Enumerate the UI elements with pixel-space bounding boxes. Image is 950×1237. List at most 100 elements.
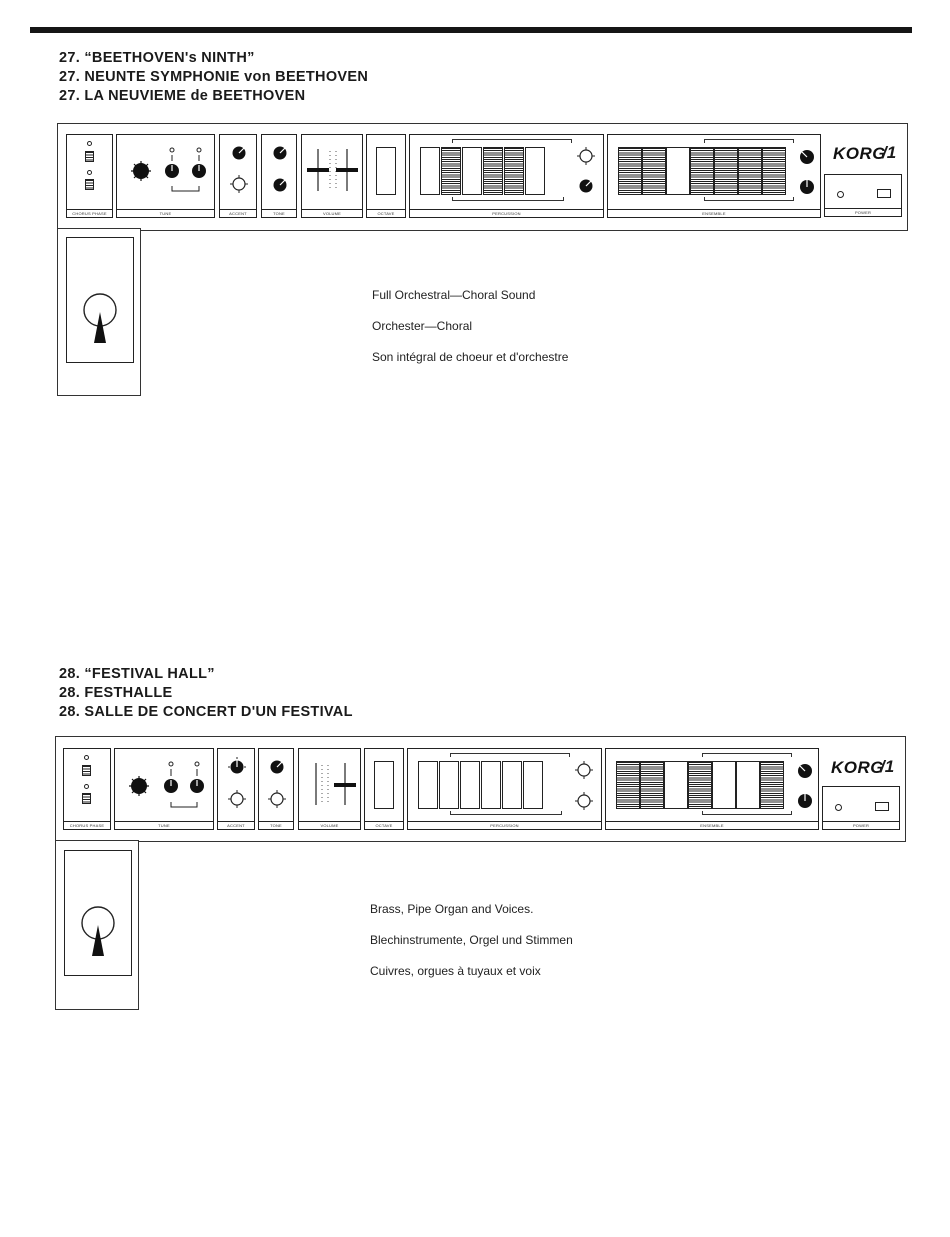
expression-pedal[interactable]: [64, 850, 132, 976]
knob-icon[interactable]: [791, 749, 819, 819]
bracket: [704, 197, 794, 201]
percussion-tab[interactable]: [483, 147, 503, 195]
knob-icon[interactable]: [570, 135, 600, 205]
ensemble-tab[interactable]: [688, 761, 712, 809]
bracket: [702, 753, 792, 757]
module-label: CHORUS PHASE: [67, 209, 112, 217]
module-label: OCTAVE: [365, 821, 403, 829]
indicator-light-icon: [837, 191, 844, 198]
section-heading: 27. “BEETHOVEN's NINTH” 27. NEUNTE SYMPH…: [59, 49, 368, 106]
ensemble-tab[interactable]: [664, 761, 688, 809]
pedal-panel: [57, 228, 141, 396]
ensemble-tab[interactable]: [640, 761, 664, 809]
power-module: POWER: [824, 174, 902, 217]
top-rule: [30, 27, 912, 33]
ensemble-tab[interactable]: [714, 147, 738, 195]
bracket: [452, 197, 564, 201]
octave-switch[interactable]: [376, 147, 396, 195]
module-label: TUNE: [117, 209, 214, 217]
percussion-tab[interactable]: [523, 761, 543, 809]
bracket: [450, 753, 570, 757]
ensemble-tab[interactable]: [738, 147, 762, 195]
ensemble-tab[interactable]: [762, 147, 786, 195]
percussion-tab[interactable]: [460, 761, 480, 809]
expression-pedal[interactable]: [66, 237, 134, 363]
percussion-tab[interactable]: [420, 147, 440, 195]
chorus-switch[interactable]: [85, 151, 94, 162]
module-label: PERCUSSION: [410, 209, 603, 217]
module-label: ACCENT: [218, 821, 254, 829]
chorus-phase-module: CHORUS PHASE: [63, 748, 111, 830]
percussion-tab[interactable]: [439, 761, 459, 809]
module-label: POWER: [823, 821, 899, 829]
indicator-light-icon: [835, 804, 842, 811]
heading-line-en: 28. “FESTIVAL HALL”: [59, 666, 215, 682]
description-en: Brass, Pipe Organ and Voices.: [370, 902, 534, 916]
heading-line-de: 27. NEUNTE SYMPHONIE von BEETHOVEN: [59, 69, 369, 85]
expression-pedal-icon: [83, 293, 117, 343]
korg-logo: KORG: [831, 758, 884, 777]
description-fr: Son intégral de choeur et d'orchestre: [372, 350, 569, 364]
percussion-tab[interactable]: [504, 147, 524, 195]
knob-icon[interactable]: [218, 749, 256, 819]
description-de: Blechinstrumente, Orgel und Stimmen: [370, 933, 573, 947]
accent-module: ACCENT: [217, 748, 255, 830]
heading-line-de: 28. FESTHALLE: [59, 685, 173, 701]
ensemble-module: ENSEMBLE: [605, 748, 819, 830]
phase-switch[interactable]: [85, 179, 94, 190]
percussion-tab[interactable]: [418, 761, 438, 809]
description-fr: Cuivres, orgues à tuyaux et voix: [370, 964, 541, 978]
ensemble-tab[interactable]: [666, 147, 690, 195]
bracket: [704, 139, 794, 143]
indicator-light-icon: [87, 170, 92, 175]
chorus-phase-module: CHORUS PHASE: [66, 134, 113, 218]
knob-icon[interactable]: [115, 749, 215, 819]
organ-panel: CHORUS PHASE TUNE ACCENT TONE: [55, 736, 906, 842]
ensemble-tab[interactable]: [642, 147, 666, 195]
volume-sliders[interactable]: [299, 749, 362, 819]
indicator-light-icon: [84, 784, 89, 789]
power-switch[interactable]: [877, 189, 891, 198]
percussion-tab[interactable]: [481, 761, 501, 809]
description-en: Full Orchestral—Choral Sound: [372, 288, 536, 302]
knob-icon[interactable]: [259, 749, 295, 819]
ensemble-tab[interactable]: [760, 761, 784, 809]
chorus-switch[interactable]: [82, 765, 91, 776]
percussion-tab[interactable]: [462, 147, 482, 195]
ensemble-tab[interactable]: [736, 761, 760, 809]
bracket: [702, 811, 792, 815]
ensemble-tab[interactable]: [712, 761, 736, 809]
percussion-tab[interactable]: [525, 147, 545, 195]
phase-switch[interactable]: [82, 793, 91, 804]
bracket: [452, 139, 572, 143]
module-label: ENSEMBLE: [606, 821, 818, 829]
power-module: POWER: [822, 786, 900, 830]
module-label: VOLUME: [299, 821, 360, 829]
percussion-module: PERCUSSION: [407, 748, 602, 830]
knob-icon[interactable]: [262, 135, 298, 205]
module-label: OCTAVE: [367, 209, 405, 217]
ensemble-tab[interactable]: [690, 147, 714, 195]
tone-module: TONE: [261, 134, 297, 218]
percussion-tab[interactable]: [502, 761, 522, 809]
power-switch[interactable]: [875, 802, 889, 811]
percussion-tab[interactable]: [441, 147, 461, 195]
octave-switch[interactable]: [374, 761, 394, 809]
section-heading: 28. “FESTIVAL HALL” 28. FESTHALLE 28. SA…: [59, 665, 353, 722]
tone-module: TONE: [258, 748, 294, 830]
ensemble-tab[interactable]: [616, 761, 640, 809]
knob-icon[interactable]: [568, 749, 598, 819]
tune-module: TUNE: [116, 134, 215, 218]
ensemble-tab[interactable]: [618, 147, 642, 195]
korg-logo-mark: /1: [882, 143, 897, 162]
volume-sliders[interactable]: [302, 135, 364, 205]
module-label: TONE: [262, 209, 296, 217]
knob-icon[interactable]: [793, 135, 821, 205]
knob-icon[interactable]: [117, 135, 216, 205]
knob-icon[interactable]: [220, 135, 258, 205]
bracket: [450, 811, 562, 815]
tune-module: TUNE: [114, 748, 214, 830]
heading-line-fr: 27. LA NEUVIEME de BEETHOVEN: [59, 88, 306, 104]
percussion-module: PERCUSSION: [409, 134, 604, 218]
expression-pedal-icon: [81, 906, 115, 956]
